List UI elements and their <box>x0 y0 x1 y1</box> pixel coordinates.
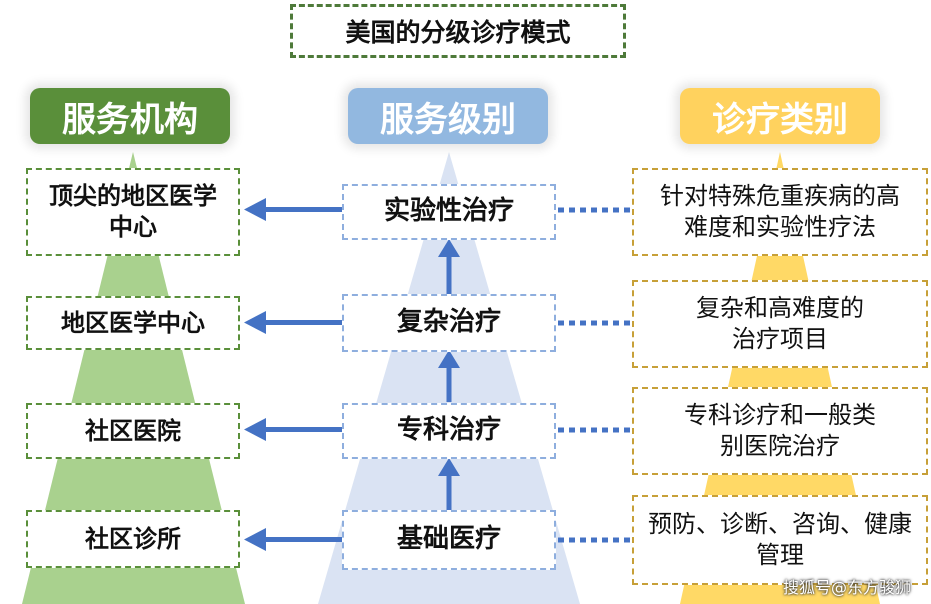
institution-box-2: 地区医学中心 <box>26 296 240 350</box>
up-arrow-head-2 <box>438 350 460 368</box>
arrow-shaft-3 <box>262 427 342 432</box>
up-arrow-head-3 <box>438 458 460 476</box>
category-box-2: 复杂和高难度的治疗项目 <box>632 280 928 368</box>
up-arrow-shaft-1 <box>446 254 452 294</box>
diagram-title: 美国的分级诊疗模式 <box>290 4 626 58</box>
arrow-head-1 <box>244 198 266 221</box>
up-arrow-head-1 <box>438 239 460 257</box>
header-categories: 诊疗类别 <box>680 88 880 144</box>
institution-box-3: 社区医院 <box>26 403 240 459</box>
arrow-head-4 <box>244 528 266 551</box>
arrow-shaft-4 <box>262 537 342 542</box>
yellow-pyramid <box>680 152 880 604</box>
level-box-4: 基础医疗 <box>342 510 556 570</box>
category-box-3: 专科诊疗和一般类别医院治疗 <box>632 387 928 475</box>
institution-box-4: 社区诊所 <box>26 510 240 568</box>
header-levels: 服务级别 <box>348 88 548 144</box>
watermark: 搜狐号@东方骏狮 <box>782 578 911 597</box>
category-box-4: 预防、诊断、咨询、健康管理 <box>632 495 928 585</box>
up-arrow-shaft-3 <box>446 472 452 510</box>
green-pyramid <box>22 152 245 604</box>
institution-box-1: 顶尖的地区医学中心 <box>26 168 240 256</box>
level-box-3: 专科治疗 <box>342 403 556 459</box>
header-institutions: 服务机构 <box>30 88 230 144</box>
arrow-head-2 <box>244 311 266 334</box>
up-arrow-shaft-2 <box>446 364 452 402</box>
arrow-shaft-1 <box>262 207 342 212</box>
level-box-1: 实验性治疗 <box>342 184 556 240</box>
arrow-head-3 <box>244 418 266 441</box>
category-box-1: 针对特殊危重疾病的高难度和实验性疗法 <box>632 168 928 256</box>
level-box-2: 复杂治疗 <box>342 294 556 352</box>
arrow-shaft-2 <box>262 320 342 325</box>
